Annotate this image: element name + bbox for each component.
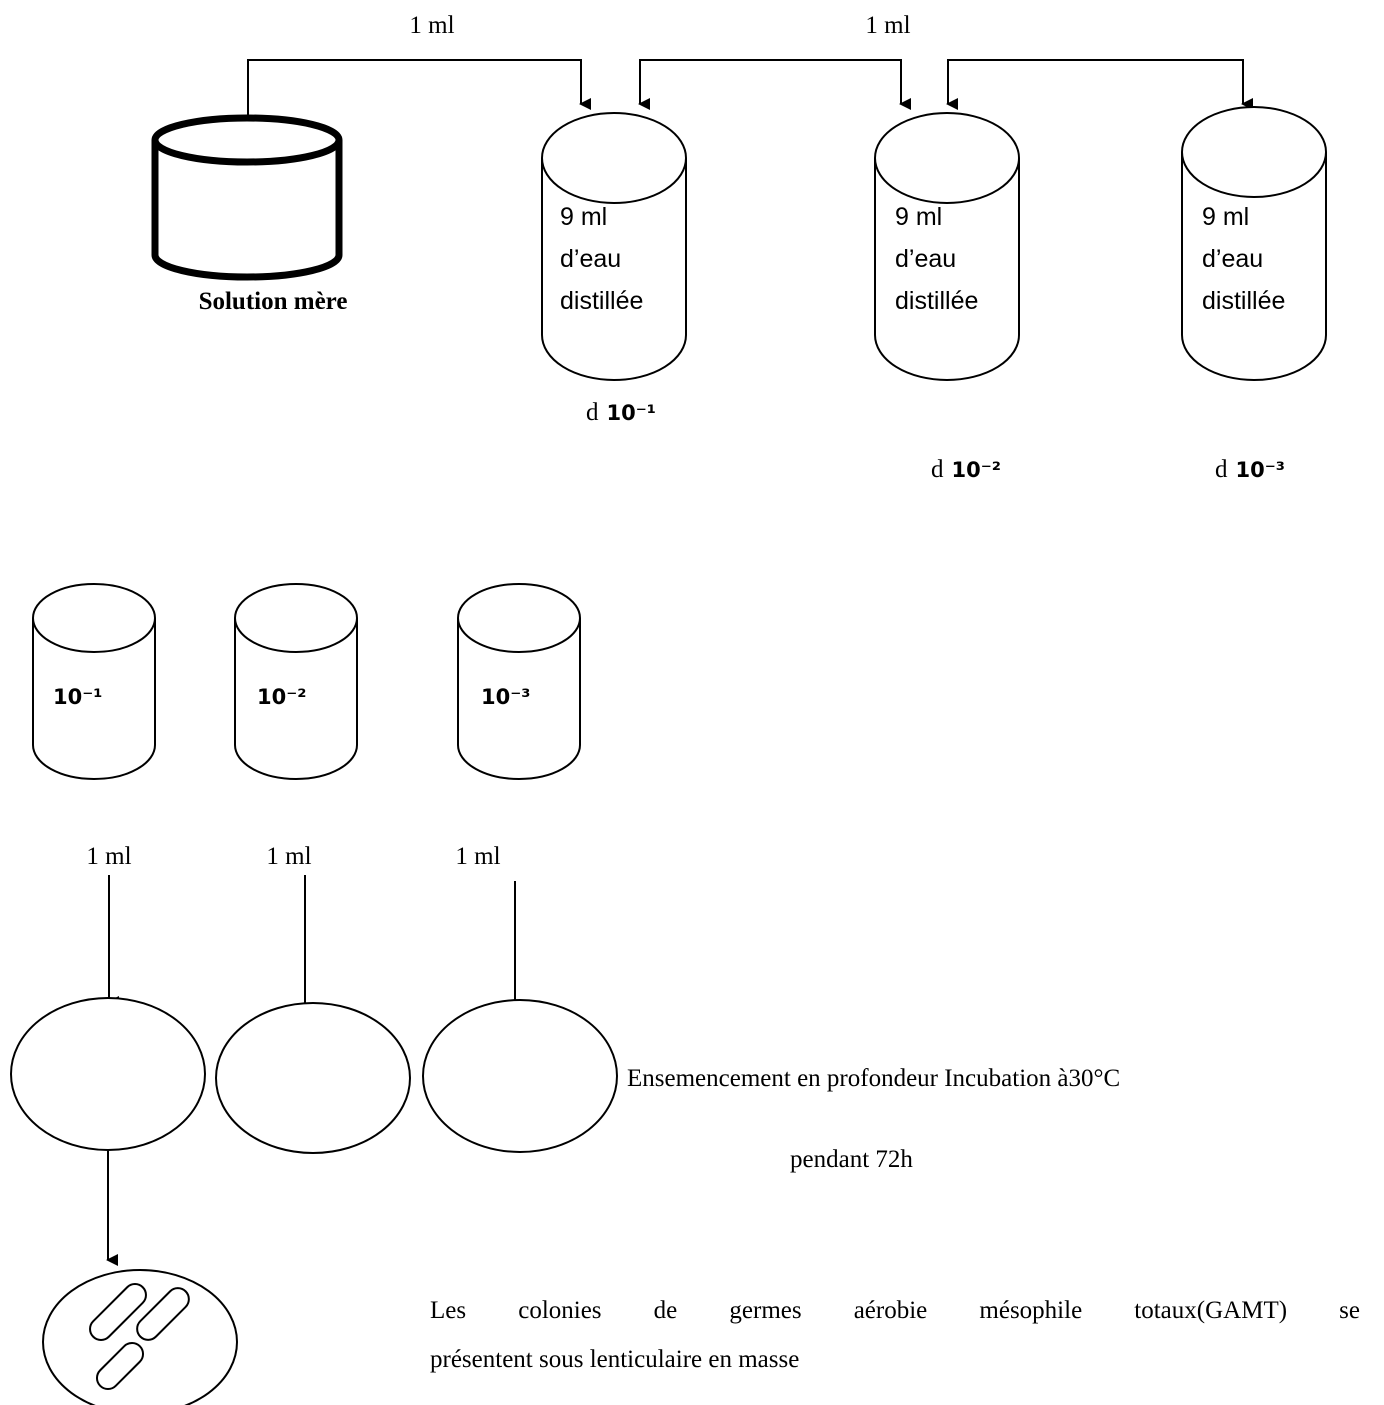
seeding-volume-3: 1 ml (455, 843, 500, 870)
petri-dish-3 (422, 999, 618, 1153)
transfer-arrow-3 (946, 59, 1253, 110)
result-petri-dish (42, 1269, 238, 1405)
tube-2-content-line-2: d’eau (895, 245, 956, 273)
mother-solution-label: Solution mère (199, 288, 348, 315)
dilution-tube-2 (874, 112, 1020, 381)
result-text-line-1: Les colonies de germes aérobie mésophile… (430, 1297, 1360, 1324)
result-text-line-2: présentent sous lenticulaire en masse (430, 1346, 800, 1373)
petri-dish-2 (215, 1002, 411, 1154)
tube-1-content-line-3: distillée (560, 287, 643, 315)
transfer-arrow-2 (638, 59, 911, 110)
tube-3-content-line-3: distillée (1202, 287, 1285, 315)
dilution-tube-1 (541, 112, 687, 381)
tube-2-content-line-1: 9 ml (895, 203, 942, 231)
seeding-volume-1: 1 ml (86, 843, 131, 870)
colony-3 (95, 1341, 145, 1391)
seeding-tube-2-label: 10⁻² (257, 685, 307, 709)
mother-solution-container (151, 114, 343, 281)
colony-2 (136, 1287, 190, 1341)
seeding-tube-1-label: 10⁻¹ (53, 685, 103, 709)
incubation-text-line-1: Ensemencement en profondeur Incubation à… (627, 1065, 1120, 1092)
dilution-tube-3 (1181, 106, 1327, 381)
colony-1 (89, 1283, 147, 1341)
tube-1-content-line-2: d’eau (560, 245, 621, 273)
incubation-text-line-2: pendant 72h (790, 1146, 913, 1173)
seeding-tube-3 (457, 583, 581, 780)
transfer-arrow-1 (247, 59, 591, 132)
tube-1-content-line-1: 9 ml (560, 203, 607, 231)
transfer-volume-label-1: 1 ml (409, 12, 454, 39)
seeding-tube-3-label: 10⁻³ (481, 685, 531, 709)
seeding-tube-2 (234, 583, 358, 780)
tube-3-content-line-1: 9 ml (1202, 203, 1249, 231)
seeding-tube-1 (32, 583, 156, 780)
seeding-volume-2: 1 ml (266, 843, 311, 870)
transfer-volume-label-2: 1 ml (865, 12, 910, 39)
tube-3-content-line-2: d’eau (1202, 245, 1263, 273)
petri-dish-1 (10, 997, 206, 1151)
tube-2-content-line-3: distillée (895, 287, 978, 315)
